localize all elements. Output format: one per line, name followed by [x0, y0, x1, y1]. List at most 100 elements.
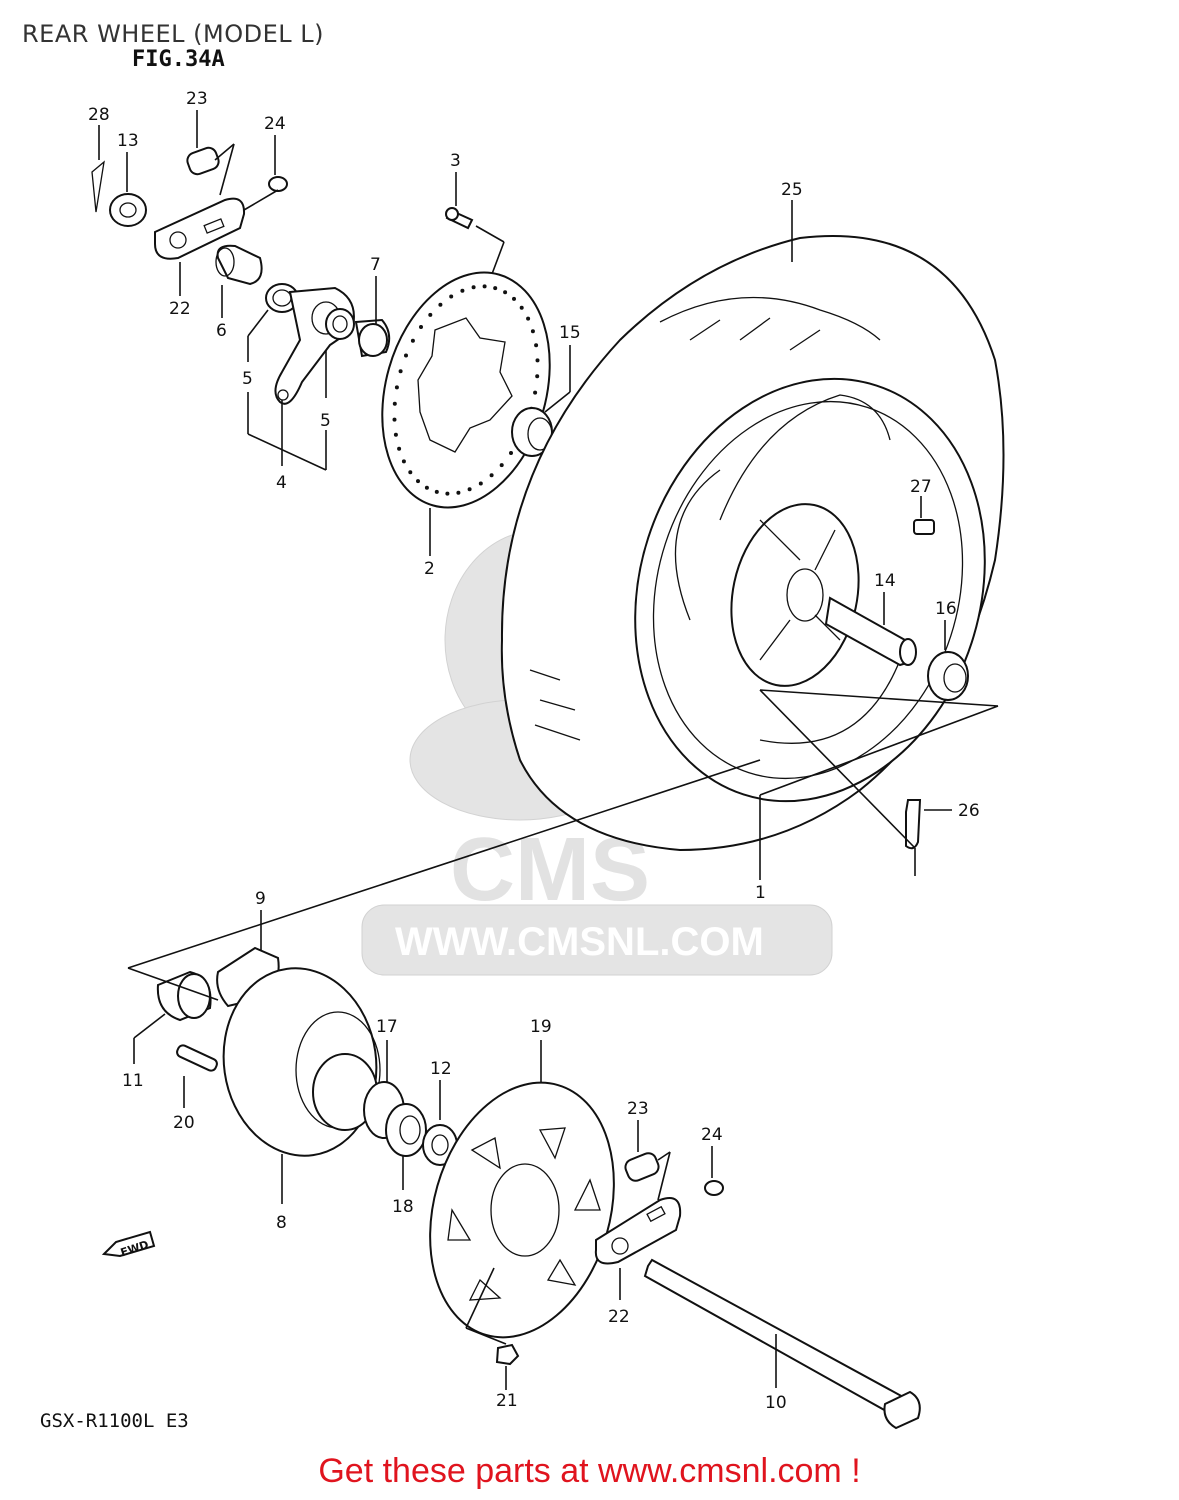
part-20-hub-bolt[interactable] — [175, 1044, 218, 1108]
part-24-clip-bottom[interactable] — [704, 1146, 724, 1196]
part-6-spacer[interactable] — [215, 244, 263, 318]
part-16-bearing[interactable] — [927, 620, 969, 701]
callout-27[interactable]: 27 — [910, 477, 932, 497]
callout-19[interactable]: 19 — [530, 1017, 552, 1037]
callout-25[interactable]: 25 — [781, 180, 803, 200]
part-11-bushing[interactable] — [127, 967, 219, 1064]
disc-drill-hole — [509, 451, 513, 455]
disc-drill-hole — [428, 312, 433, 317]
callout-12[interactable]: 12 — [430, 1059, 452, 1079]
disc-drill-hole — [445, 491, 450, 496]
disc-drill-hole — [449, 294, 454, 299]
callout-22-top[interactable]: 22 — [169, 299, 191, 319]
part-28-cotter-pin[interactable] — [91, 125, 105, 213]
callout-23-bottom[interactable]: 23 — [627, 1099, 649, 1119]
disc-drill-hole — [478, 481, 483, 486]
disc-drill-hole — [526, 316, 531, 321]
part-10-axle[interactable] — [643, 1258, 921, 1430]
disc-drill-hole — [503, 290, 508, 295]
callout-24-top[interactable]: 24 — [264, 114, 286, 134]
part-18-seal[interactable] — [385, 1103, 427, 1190]
part-7-spacer[interactable] — [354, 276, 391, 358]
part-23-adjuster-bolt-bottom[interactable] — [623, 1120, 671, 1201]
callout-21[interactable]: 21 — [496, 1391, 518, 1411]
model-code: GSX-R1100L E3 — [40, 1410, 189, 1432]
disc-drill-hole — [535, 358, 540, 363]
disc-drill-hole — [393, 432, 398, 437]
callout-11[interactable]: 11 — [122, 1071, 144, 1091]
leader-lines-4-5 — [247, 309, 327, 471]
callout-5-right[interactable]: 5 — [320, 411, 331, 431]
disc-drill-hole — [397, 446, 402, 451]
callout-4[interactable]: 4 — [276, 473, 287, 493]
callout-2[interactable]: 2 — [424, 559, 435, 579]
disc-drill-hole — [533, 390, 538, 395]
callout-1[interactable]: 1 — [755, 883, 766, 903]
part-5-seal-b[interactable] — [325, 308, 355, 340]
callout-22-bottom[interactable]: 22 — [608, 1307, 630, 1327]
callout-14[interactable]: 14 — [874, 571, 896, 591]
part-26-valve[interactable] — [759, 689, 952, 876]
disc-drill-hole — [434, 489, 439, 494]
part-1-wheel-rim[interactable] — [582, 333, 1038, 880]
callout-9[interactable]: 9 — [255, 889, 266, 909]
part-27-balance-weight[interactable] — [913, 496, 935, 535]
disc-drill-hole — [398, 369, 403, 374]
callout-15[interactable]: 15 — [559, 323, 581, 343]
callout-6[interactable]: 6 — [216, 321, 227, 341]
footer-link[interactable]: Get these parts at www.cmsnl.com ! — [318, 1452, 861, 1490]
disc-drill-hole — [401, 459, 406, 464]
part-8-sprocket-hub[interactable] — [212, 958, 389, 1204]
disc-drill-hole — [424, 485, 429, 490]
callout-8[interactable]: 8 — [276, 1213, 287, 1233]
disc-drill-hole — [419, 325, 423, 329]
callout-26[interactable]: 26 — [958, 801, 980, 821]
disc-drill-hole — [404, 353, 408, 358]
callout-13[interactable]: 13 — [117, 131, 139, 151]
watermark-url-bar — [361, 904, 833, 976]
disc-drill-hole — [534, 343, 539, 348]
callout-23-top[interactable]: 23 — [186, 89, 208, 109]
disc-drill-hole — [438, 302, 443, 307]
disc-drill-hole — [416, 479, 420, 484]
part-21-sprocket-nut[interactable] — [465, 1267, 520, 1390]
disc-drill-hole — [394, 385, 399, 390]
callout-3[interactable]: 3 — [450, 151, 461, 171]
leader-wheel-to-hub — [127, 759, 761, 969]
callout-10[interactable]: 10 — [765, 1393, 787, 1413]
disc-drill-holes — [392, 284, 540, 496]
disc-drill-hole — [392, 417, 397, 422]
disc-drill-hole — [456, 490, 461, 495]
part-14-spacer[interactable] — [824, 592, 917, 667]
callout-17[interactable]: 17 — [376, 1017, 398, 1037]
page-title: REAR WHEEL (MODEL L) — [22, 20, 325, 48]
fwd-arrow-icon: FWD — [101, 1230, 156, 1259]
part-22-adjuster-plate-bottom[interactable] — [594, 1197, 682, 1300]
disc-drill-hole — [499, 463, 504, 468]
disc-drill-hole — [408, 470, 413, 475]
disc-drill-hole — [489, 473, 494, 478]
callout-20[interactable]: 20 — [173, 1113, 195, 1133]
part-3-disc-bolt[interactable] — [445, 172, 505, 275]
callout-labels: 28 13 23 24 3 25 7 22 6 15 5 5 4 27 2 14… — [88, 89, 980, 1413]
callout-18[interactable]: 18 — [392, 1197, 414, 1217]
part-13-nut[interactable] — [109, 152, 147, 227]
disc-drill-hole — [493, 286, 498, 291]
disc-drill-hole — [535, 374, 540, 379]
part-23-adjuster-bolt-top[interactable] — [185, 110, 235, 196]
figure-label: FIG.34A — [132, 47, 225, 72]
disc-drill-hole — [471, 285, 476, 290]
disc-drill-hole — [530, 329, 535, 334]
disc-drill-hole — [519, 305, 524, 310]
callout-7[interactable]: 7 — [370, 255, 381, 275]
disc-drill-hole — [512, 296, 516, 301]
disc-drill-hole — [460, 288, 465, 293]
callout-24-bottom[interactable]: 24 — [701, 1125, 723, 1145]
watermark-url-text: WWW.CMSNL.COM — [395, 920, 764, 964]
part-19-rear-sprocket[interactable] — [402, 1040, 643, 1359]
part-22-adjuster-plate-top[interactable] — [154, 189, 279, 296]
callout-16[interactable]: 16 — [935, 599, 957, 619]
callout-28[interactable]: 28 — [88, 105, 110, 125]
part-24-clip-top[interactable] — [268, 135, 288, 192]
callout-5-left[interactable]: 5 — [242, 369, 253, 389]
